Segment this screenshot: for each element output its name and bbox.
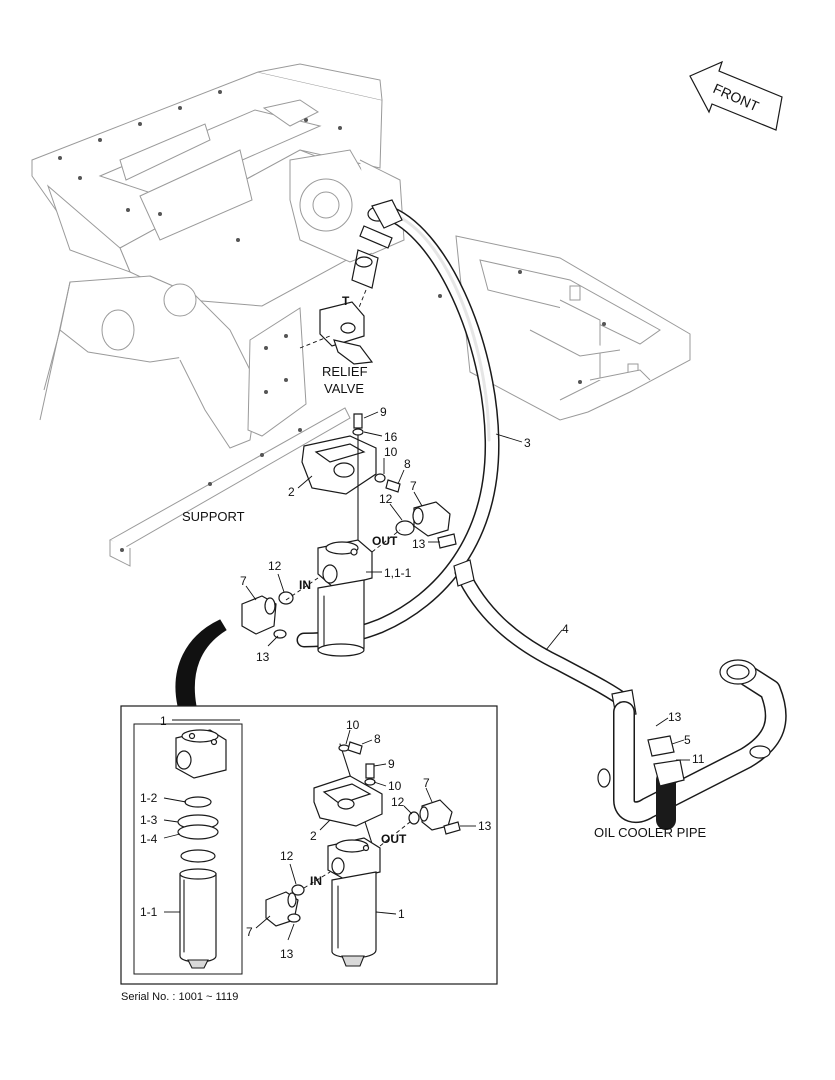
callout-13-cooler: 13 (668, 710, 682, 724)
callout-3: 3 (524, 436, 531, 450)
port-out-label: OUT (372, 534, 398, 548)
callout-2: 2 (288, 485, 295, 499)
detail-callout-8: 8 (374, 732, 381, 746)
detail-pointer-arc (175, 619, 227, 707)
detail-port-in-label: IN (310, 874, 322, 888)
frame-bolt-holes (58, 90, 606, 486)
support-caption: SUPPORT (182, 509, 245, 524)
callout-8: 8 (404, 457, 411, 471)
detail-inset: OUT IN (120, 705, 498, 985)
callout-4: 4 (562, 622, 569, 636)
callout-16: 16 (384, 430, 398, 444)
callout-10: 10 (384, 445, 398, 459)
detail-callout-1-body: 1 (398, 907, 405, 921)
callout-12-in: 12 (268, 559, 282, 573)
detail-callout-1-2: 1-2 (140, 791, 158, 805)
machine-frame (31, 63, 691, 567)
detail-callout-12-in: 12 (280, 849, 294, 863)
detail-callout-2: 2 (310, 829, 317, 843)
detail-callout-7-in: 7 (246, 925, 253, 939)
detail-callouts: 1 1-2 1-3 1-4 1-1 10 8 9 10 7 12 2 13 1 … (140, 714, 492, 961)
oil-cooler-pipe-caption: OIL COOLER PIPE (594, 825, 707, 840)
serial-number-note: Serial No. : 1001 ~ 1119 (121, 991, 238, 1003)
detail-callout-7-out: 7 (423, 776, 430, 790)
callout-13-in: 13 (256, 650, 270, 664)
main-filter-assembly: OUT IN SUPPORT (182, 413, 457, 657)
callout-13-out: 13 (412, 537, 426, 551)
relief-valve: T RELIEF VALVE (299, 206, 393, 396)
callout-7-out: 7 (410, 479, 417, 493)
callout-5: 5 (684, 733, 691, 747)
callout-7-in: 7 (240, 574, 247, 588)
main-callouts: 9 16 10 8 2 12 7 13 1,1-1 7 12 13 3 4 13… (240, 405, 705, 766)
port-in-label: IN (299, 578, 311, 592)
callout-12-out: 12 (379, 492, 393, 506)
detail-callout-13-in: 13 (280, 947, 294, 961)
filter-exploded-frame (133, 723, 243, 975)
callout-1-1-1: 1,1-1 (384, 566, 412, 580)
detail-callout-10-mid: 10 (388, 779, 402, 793)
detail-callout-1-3: 1-3 (140, 813, 158, 827)
detail-callout-10-top: 10 (346, 718, 360, 732)
detail-callout-9: 9 (388, 757, 395, 771)
detail-port-out-label: OUT (381, 832, 407, 846)
detail-callout-1-1: 1-1 (140, 905, 158, 919)
detail-callout-12-out: 12 (391, 795, 405, 809)
detail-callout-13-out: 13 (478, 819, 492, 833)
relief-valve-caption-line2: VALVE (324, 381, 364, 396)
detail-callout-1: 1 (160, 714, 167, 728)
relief-valve-caption-line1: RELIEF (322, 364, 368, 379)
port-t-label: T (342, 294, 350, 308)
callout-9: 9 (380, 405, 387, 419)
oil-cooler-pipe: OIL COOLER PIPE (594, 659, 787, 840)
detail-callout-1-4: 1-4 (140, 832, 158, 846)
callout-11: 11 (692, 752, 705, 766)
front-direction-arrow: FRONT (689, 60, 783, 131)
hose-4 (453, 559, 637, 717)
